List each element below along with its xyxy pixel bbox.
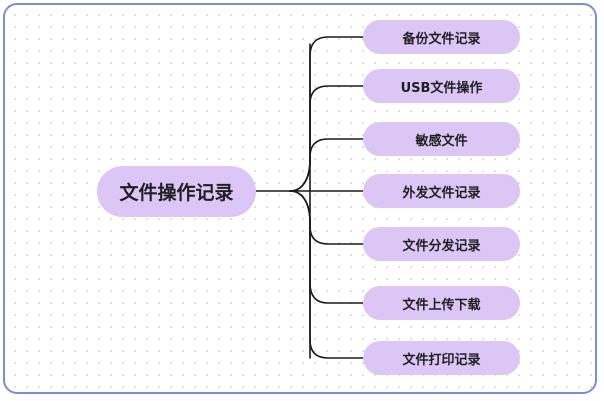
branch-node-label: 文件分发记录 [402, 238, 481, 254]
branch-node-file-upload-download[interactable]: 文件上传下载 [363, 286, 520, 320]
branch-node-label: 敏感文件 [415, 133, 468, 149]
connector-to-branch-1 [289, 36, 364, 192]
branch-node-label: 外发文件记录 [402, 185, 481, 201]
connector-to-branch-7 [289, 190, 364, 359]
branch-node-label: 文件上传下载 [402, 297, 481, 313]
branch-node-file-print-records[interactable]: 文件打印记录 [363, 341, 520, 375]
connector-to-branch-6 [289, 190, 364, 304]
branch-node-usb-file-operations[interactable]: USB文件操作 [363, 69, 520, 103]
root-node-label: 文件操作记录 [119, 182, 234, 204]
branch-node-file-distribution-records[interactable]: 文件分发记录 [363, 227, 520, 261]
branch-node-label: 文件打印记录 [402, 352, 481, 368]
branch-node-label: 备份文件记录 [402, 31, 481, 47]
root-node[interactable]: 文件操作记录 [97, 166, 256, 217]
branch-node-label: USB文件操作 [400, 80, 483, 96]
connector-to-branch-5 [289, 190, 364, 245]
branch-node-backup-file-records[interactable]: 备份文件记录 [363, 20, 520, 54]
connector-to-branch-3 [289, 138, 364, 192]
branch-node-sensitive-files[interactable]: 敏感文件 [363, 122, 520, 156]
branch-node-outgoing-file-records[interactable]: 外发文件记录 [363, 174, 520, 208]
